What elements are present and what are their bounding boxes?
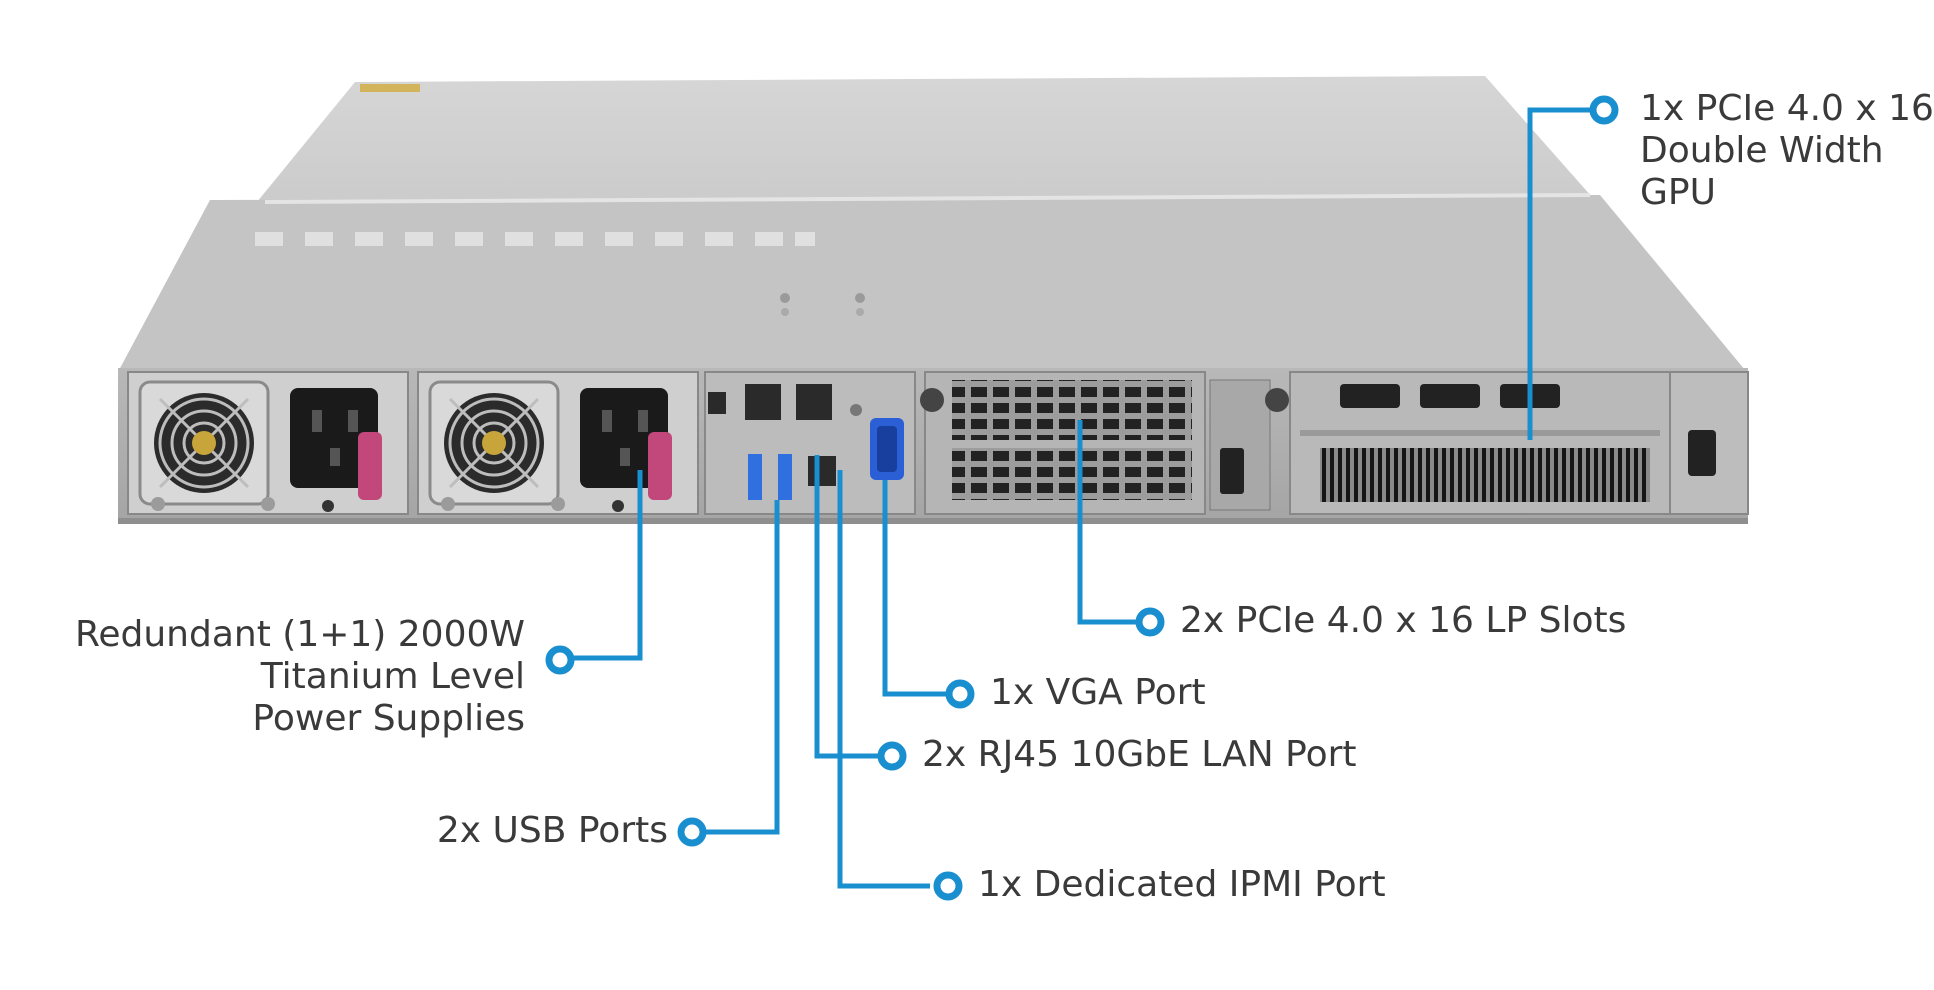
callout-dots [545, 95, 1619, 901]
callout-psu-line-3: Power Supplies [252, 698, 525, 739]
chassis-top-front-panel [118, 195, 1745, 372]
fan-icon [154, 393, 254, 493]
vga-port-icon [870, 418, 904, 480]
rj45-port-icon [745, 384, 832, 420]
rear-handle [1669, 371, 1749, 515]
callout-gpu-line-3: GPU [1640, 172, 1716, 213]
callout-gpu-line-2: Double Width [1640, 130, 1884, 171]
callout-gpu: 1x PCIe 4.0 x 16 Double Width GPU [1640, 88, 1934, 214]
fan-icon [444, 393, 544, 493]
dot-ipmi [933, 871, 963, 901]
power-inlet-icon [580, 388, 668, 488]
dot-gpu [1589, 95, 1619, 125]
psu-2 [417, 371, 699, 515]
dot-usb [677, 817, 707, 847]
dot-lp [1135, 607, 1165, 637]
leader-vga [882, 480, 948, 697]
dot-vga [945, 679, 975, 709]
callout-leaders [570, 107, 1600, 889]
power-inlet-icon [290, 388, 378, 488]
io-panel [704, 371, 916, 515]
callout-psu: Redundant (1+1) 2000W Titanium Level Pow… [60, 614, 525, 740]
callout-psu-line-1: Redundant (1+1) 2000W [74, 614, 525, 655]
leader-lan [814, 455, 878, 759]
callout-vga: 1x VGA Port [990, 672, 1206, 713]
leader-lp [1077, 420, 1138, 625]
top-vents [255, 232, 815, 246]
leader-usb [705, 500, 780, 835]
callout-lp-slots: 2x PCIe 4.0 x 16 LP Slots [1180, 600, 1627, 641]
hdmi-port-icon [1340, 384, 1560, 408]
callout-psu-line-2: Titanium Level [260, 656, 525, 697]
callout-usb: 2x USB Ports [436, 810, 668, 851]
latch-bracket [1209, 379, 1271, 511]
callout-ipmi: 1x Dedicated IPMI Port [978, 864, 1386, 905]
label-sticker [360, 84, 420, 92]
psu-1 [127, 371, 409, 515]
lp-slots [920, 371, 1206, 515]
dot-lan [877, 741, 907, 771]
usb-port-icon [748, 454, 792, 500]
gpu-slot [1265, 371, 1671, 515]
callout-lan: 2x RJ45 10GbE LAN Port [922, 734, 1357, 775]
leader-gpu [1527, 107, 1600, 440]
leader-psu [570, 470, 643, 661]
dot-psu [545, 645, 575, 675]
callout-gpu-line-1: 1x PCIe 4.0 x 16 [1640, 88, 1934, 129]
leader-ipmi [837, 470, 930, 889]
